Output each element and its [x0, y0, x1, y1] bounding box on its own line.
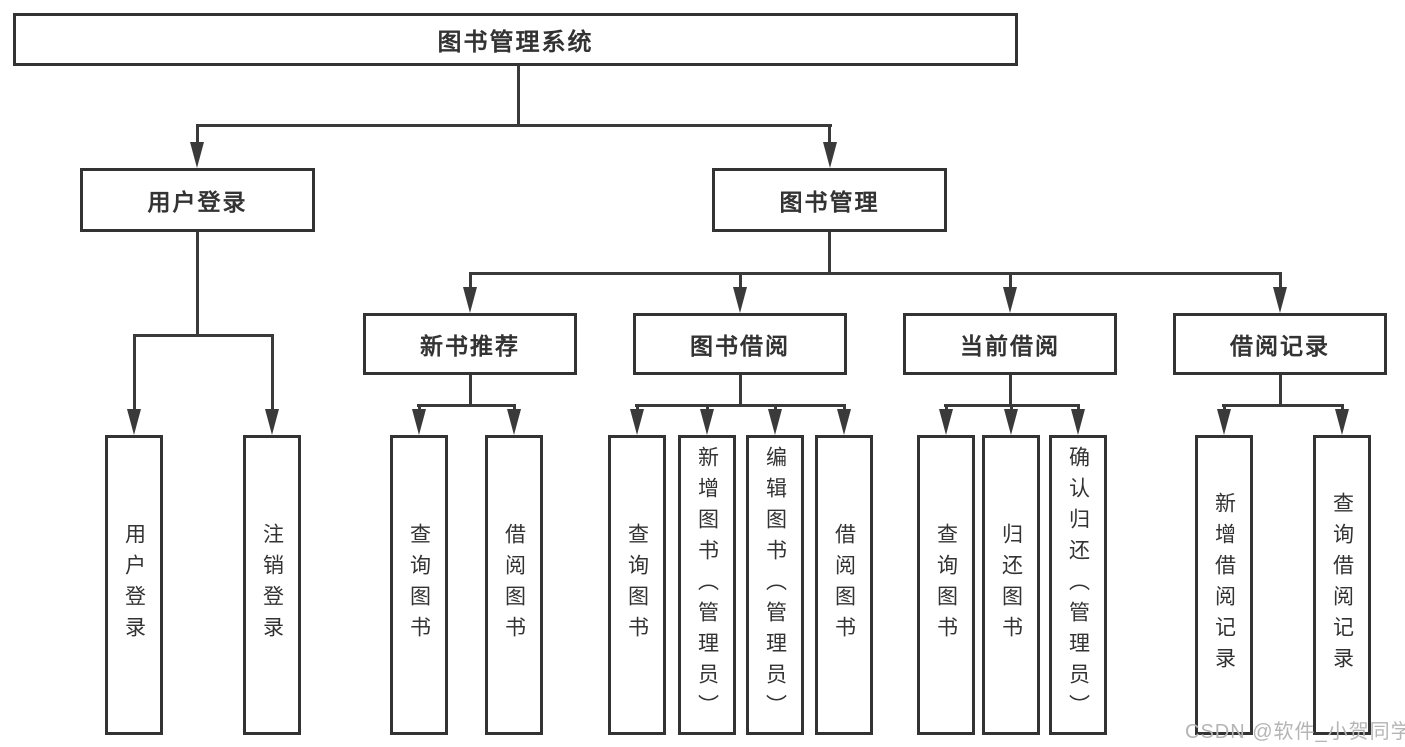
node-label: 查询图书 [934, 523, 958, 647]
arrowhead-down-icon [507, 409, 521, 435]
node-label: 图书管理系统 [437, 29, 594, 56]
leaf-add-book-admin: 新增图书（管理员） [678, 435, 736, 735]
node-label: 借阅图书 [832, 523, 856, 647]
arrowhead-down-icon [1003, 287, 1017, 313]
node-user-login: 用户登录 [80, 168, 315, 232]
connector-line [418, 404, 421, 412]
node-library-management-system: 图书管理系统 [13, 13, 1018, 66]
leaf-return-book: 归还图书 [982, 435, 1040, 735]
node-label: 图书借阅 [690, 333, 790, 359]
connector-line [828, 232, 831, 274]
connector-line [469, 375, 472, 406]
node-label: 归还图书 [999, 523, 1023, 647]
node-label: 新增借阅记录 [1212, 492, 1236, 678]
connector-line [739, 375, 742, 406]
connector-line [1279, 272, 1282, 290]
leaf-borrow-books: 借阅图书 [485, 435, 543, 735]
arrowhead-down-icon [127, 409, 141, 435]
node-label: 编辑图书（管理员） [763, 445, 787, 725]
connector-line [1010, 404, 1013, 412]
arrowhead-down-icon [768, 409, 782, 435]
node-label: 查询图书 [407, 523, 431, 647]
node-book-borrowing: 图书借阅 [633, 313, 847, 375]
arrowhead-down-icon [939, 409, 953, 435]
connector-line [739, 272, 742, 290]
connector-line [196, 124, 832, 127]
arrowhead-down-icon [733, 287, 747, 313]
connector-line [513, 404, 516, 412]
connector-line [469, 272, 472, 290]
leaf-query-books: 查询图书 [390, 435, 448, 735]
connector-line [133, 334, 274, 337]
connector-line [635, 404, 846, 407]
arrowhead-down-icon [1335, 409, 1349, 435]
connector-line [1223, 404, 1226, 412]
node-label: 图书管理 [779, 189, 880, 215]
leaf-user-login: 用户登录 [105, 435, 163, 735]
connector-line [1279, 375, 1282, 406]
node-label: 注销登录 [260, 523, 284, 647]
leaf-edit-book-admin: 编辑图书（管理员） [746, 435, 804, 735]
connector-line [1077, 404, 1080, 412]
arrowhead-down-icon [1004, 409, 1018, 435]
arrowhead-down-icon [190, 142, 204, 168]
arrowhead-down-icon [1071, 409, 1085, 435]
arrowhead-down-icon [823, 142, 837, 168]
node-label: 新书推荐 [420, 333, 520, 359]
leaf-logout: 注销登录 [243, 435, 301, 735]
node-label: 新增图书（管理员） [695, 445, 719, 725]
arrowhead-down-icon [700, 409, 714, 435]
connector-line [1009, 375, 1012, 406]
arrowhead-down-icon [1273, 287, 1287, 313]
connector-line [1009, 272, 1012, 290]
csdn-watermark: CSDN @软件_小贺同学 [1185, 721, 1405, 743]
leaf-borrow-books: 借阅图书 [815, 435, 873, 735]
node-label: 查询图书 [625, 523, 649, 647]
node-label: 查询借阅记录 [1330, 492, 1354, 678]
connector-line [774, 404, 777, 412]
connector-line [271, 334, 274, 412]
connector-line [1222, 404, 1344, 407]
connector-line [828, 124, 831, 146]
node-label: 当前借阅 [960, 333, 1060, 359]
leaf-query-books: 查询图书 [608, 435, 666, 735]
leaf-query-borrow-record: 查询借阅记录 [1313, 435, 1371, 735]
connector-line [1341, 404, 1344, 412]
node-label: 借阅记录 [1230, 333, 1330, 359]
connector-line [706, 404, 709, 412]
leaf-confirm-return-admin: 确认归还（管理员） [1049, 435, 1107, 735]
arrowhead-down-icon [412, 409, 426, 435]
node-book-management: 图书管理 [712, 168, 947, 232]
node-borrowing-records: 借阅记录 [1173, 313, 1387, 375]
arrowhead-down-icon [837, 409, 851, 435]
connector-line [196, 232, 199, 337]
leaf-query-books: 查询图书 [917, 435, 975, 735]
node-current-borrowing: 当前借阅 [903, 313, 1117, 375]
connector-line [469, 272, 1282, 275]
connector-line [133, 334, 136, 412]
leaf-add-borrow-record: 新增借阅记录 [1195, 435, 1253, 735]
arrowhead-down-icon [265, 409, 279, 435]
connector-line [843, 404, 846, 412]
connector-line [945, 404, 948, 412]
connector-line [517, 66, 520, 126]
arrowhead-down-icon [630, 409, 644, 435]
connector-line [417, 404, 516, 407]
connector-line [636, 404, 639, 412]
node-label: 确认归还（管理员） [1066, 445, 1090, 725]
arrowhead-down-icon [1217, 409, 1231, 435]
connector-line [196, 124, 199, 146]
node-new-book-recommendation: 新书推荐 [363, 313, 577, 375]
arrowhead-down-icon [463, 287, 477, 313]
node-label: 借阅图书 [502, 523, 526, 647]
node-label: 用户登录 [122, 523, 146, 647]
node-label: 用户登录 [147, 189, 248, 215]
